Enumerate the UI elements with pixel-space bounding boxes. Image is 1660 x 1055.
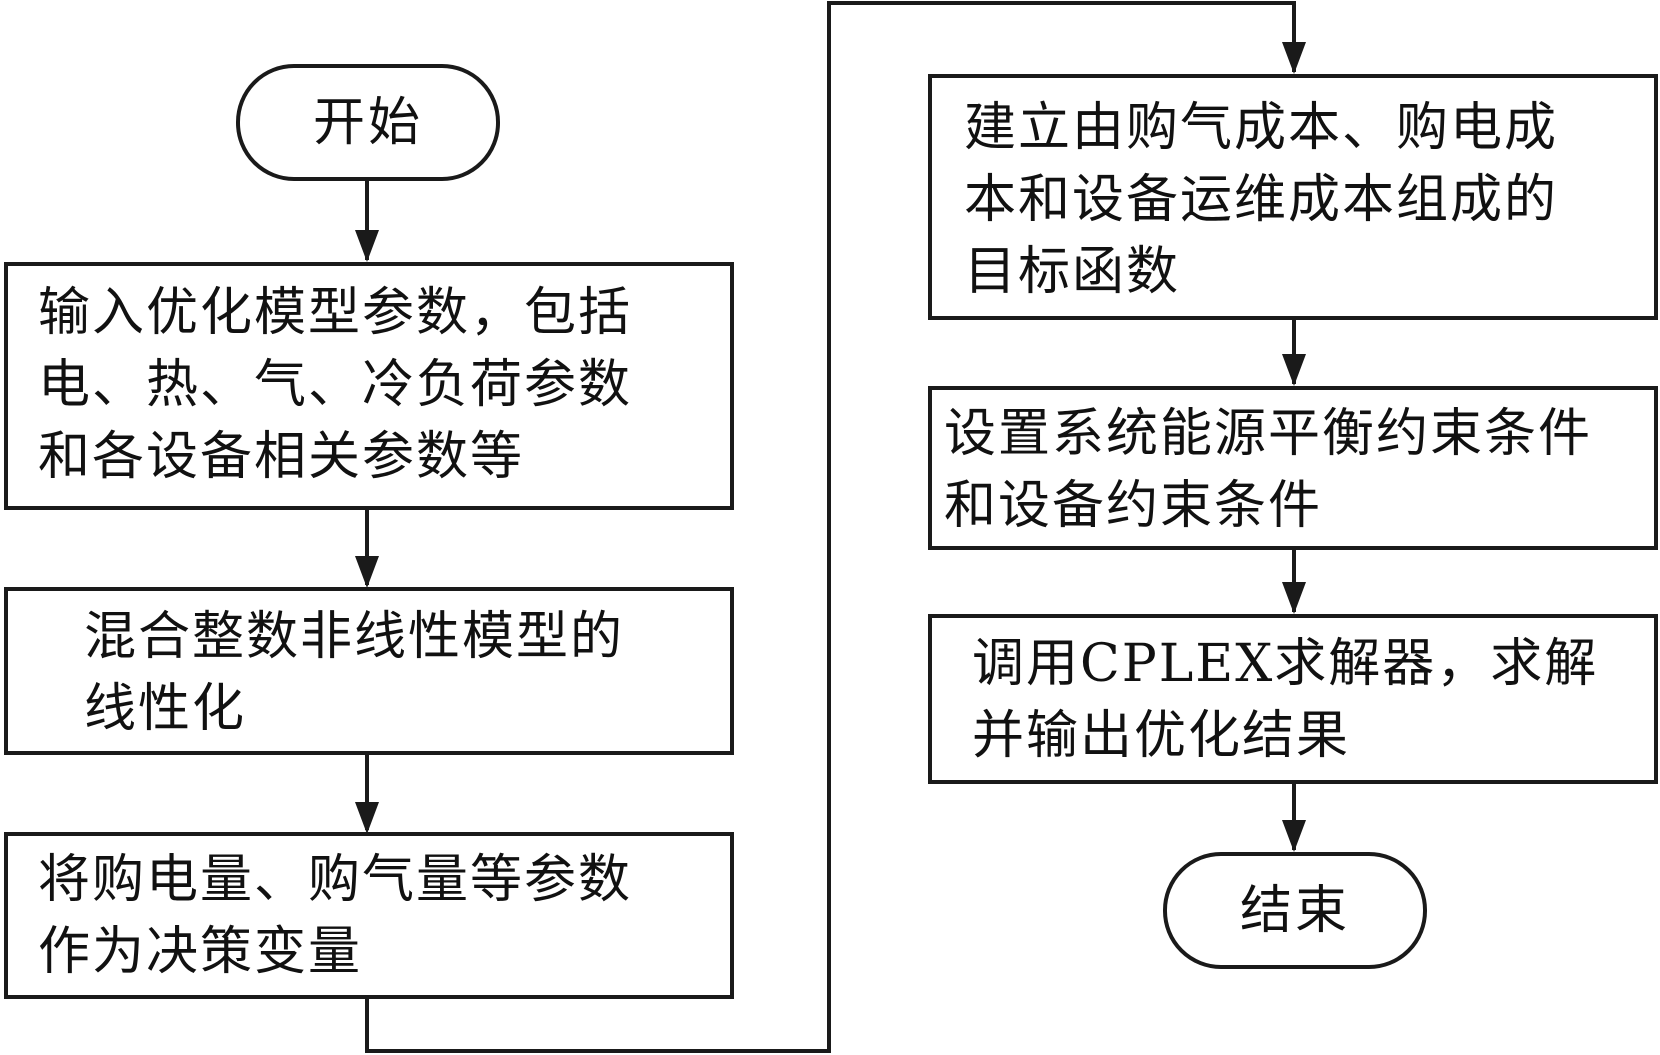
start-terminal: 开始 <box>236 64 500 181</box>
step-solve-cplex-label: 调用CPLEX求解器，求解 并输出优化结果 <box>972 634 1599 766</box>
end-label: 结束 <box>1239 880 1350 941</box>
arrowhead-1 <box>355 230 379 262</box>
step-input-parameters-label: 输入优化模型参数，包括 电、热、气、冷负荷参数 和各设备相关参数等 <box>38 283 633 487</box>
start-label: 开始 <box>312 92 423 153</box>
step-objective-function-label: 建立由购气成本、购电成 本和设备运维成本组成的 目标函数 <box>964 98 1559 302</box>
arrowhead-2 <box>355 556 379 588</box>
end-terminal: 结束 <box>1163 852 1427 969</box>
step-constraints-label: 设置系统能源平衡约束条件 和设备约束条件 <box>944 404 1593 536</box>
step-decision-variables-label: 将购电量、购气量等参数 作为决策变量 <box>38 850 633 982</box>
arrowhead-3 <box>355 802 379 834</box>
step-linearization-label: 混合整数非线性模型的 线性化 <box>84 607 625 739</box>
arrowhead-4 <box>1282 42 1306 74</box>
step-solve-cplex: 调用CPLEX求解器，求解 并输出优化结果 <box>928 614 1658 784</box>
step-linearization: 混合整数非线性模型的 线性化 <box>4 587 734 755</box>
arrowhead-5 <box>1282 354 1306 386</box>
arrowhead-7 <box>1282 820 1306 852</box>
connector-left-to-right <box>365 1 1296 1053</box>
step-decision-variables: 将购电量、购气量等参数 作为决策变量 <box>4 832 734 999</box>
step-constraints: 设置系统能源平衡约束条件 和设备约束条件 <box>928 386 1658 550</box>
arrowhead-6 <box>1282 582 1306 614</box>
step-objective-function: 建立由购气成本、购电成 本和设备运维成本组成的 目标函数 <box>928 74 1658 320</box>
step-input-parameters: 输入优化模型参数，包括 电、热、气、冷负荷参数 和各设备相关参数等 <box>4 262 734 510</box>
